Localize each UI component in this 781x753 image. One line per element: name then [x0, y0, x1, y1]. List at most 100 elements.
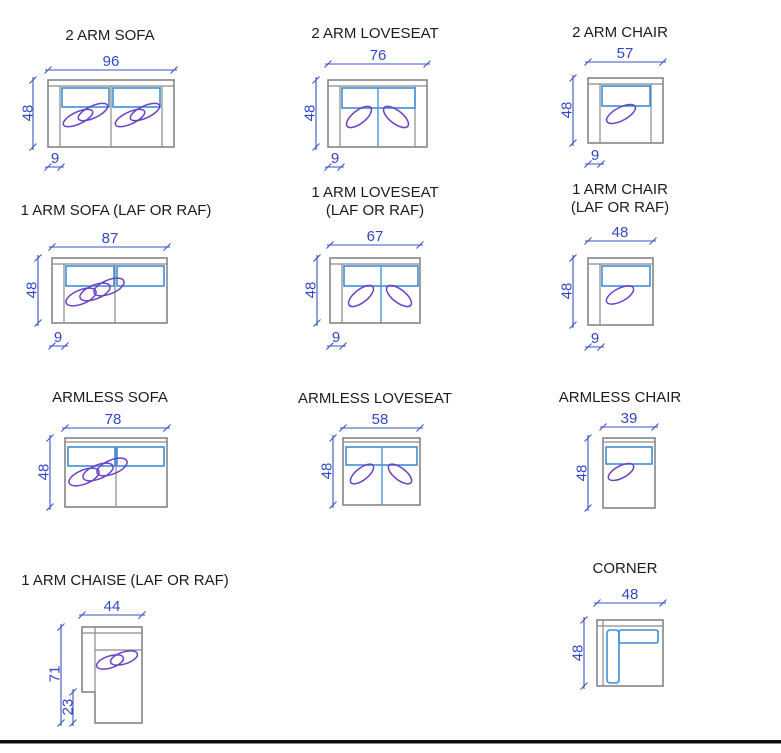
depth-dimension-line — [34, 254, 42, 327]
pillow — [607, 462, 635, 482]
depth-dimension-line — [46, 434, 54, 511]
corner-outline — [596, 619, 664, 687]
pillow — [93, 277, 125, 297]
back-rail-and-arms — [588, 83, 663, 143]
seat-cushion — [601, 265, 651, 287]
diagram-title: 1 ARM CHAIR — [572, 181, 668, 198]
diagram-corner: CORNER 48 48 — [569, 560, 667, 690]
pillow — [345, 105, 373, 129]
seat-cushion-vertical — [606, 629, 620, 684]
arm-dimension-label: 9 — [332, 329, 340, 346]
back-rail-and-arms — [48, 85, 174, 147]
page-bottom-rule — [0, 740, 781, 744]
pillow — [109, 650, 139, 666]
diagram-title: ARMLESS SOFA — [52, 389, 168, 406]
width-dimension-label: 58 — [372, 411, 389, 428]
pillow — [96, 457, 128, 477]
pillow — [68, 467, 100, 487]
width-dimension-line — [78, 611, 146, 619]
depth-dimension-label: 48 — [573, 465, 590, 482]
width-dimension-line — [593, 599, 667, 607]
width-dimension-line — [44, 66, 178, 74]
back-rail-and-arm — [588, 263, 653, 325]
seat-cushion — [116, 265, 165, 287]
diagram-title: CORNER — [592, 560, 657, 577]
diagram-title: 1 ARM LOVESEAT — [311, 184, 438, 201]
width-dimension-label: 57 — [617, 45, 634, 62]
chair-outline — [587, 257, 654, 326]
diagram-title: ARMLESS CHAIR — [559, 389, 682, 406]
width-dimension-label: 48 — [622, 586, 639, 603]
loveseat-outline — [329, 257, 421, 324]
depth-dimension-line — [29, 76, 37, 151]
back-rail-and-divider — [65, 441, 167, 507]
arm-dimension-line — [48, 342, 69, 350]
width-dimension-label: 67 — [367, 228, 384, 245]
depth-dimension-label: 48 — [23, 282, 40, 299]
width-dimension-line — [48, 243, 171, 251]
arm-dimension-line — [326, 342, 347, 350]
width-dimension-label: 78 — [105, 411, 122, 428]
back-rails — [597, 620, 663, 686]
width-dimension-label: 44 — [104, 598, 121, 615]
arm-dimension-label: 9 — [54, 329, 62, 346]
back-rail-and-arm — [82, 627, 142, 723]
pillow — [385, 284, 413, 308]
arm-dimension-line — [44, 163, 65, 171]
diagram-1-arm-chaise: 1 ARM CHAISE (LAF OR RAF) 44 71 23 — [21, 572, 229, 727]
length-dimension-label: 71 — [46, 666, 63, 683]
diagram-armless-loveseat: ARMLESS LOVESEAT 58 48 — [298, 390, 452, 509]
seat-cushion — [112, 87, 161, 108]
pillow — [347, 284, 375, 308]
extension-dimension-line — [69, 688, 77, 727]
depth-dimension-line — [329, 434, 337, 509]
pillow — [605, 103, 637, 125]
pillow — [62, 108, 94, 128]
arm-dimension-line — [324, 163, 345, 171]
chair-outline — [587, 77, 664, 144]
seat-cushion — [61, 87, 110, 108]
diagram-1-arm-chair: 1 ARM CHAIR (LAF OR RAF) 48 48 9 — [558, 181, 669, 351]
depth-dimension-line — [584, 434, 592, 512]
diagram-armless-sofa: ARMLESS SOFA 78 48 — [35, 389, 171, 511]
width-dimension-line — [326, 241, 424, 249]
back-rail-and-arm — [330, 263, 420, 323]
depth-dimension-label: 48 — [569, 645, 586, 662]
width-dimension-label: 96 — [103, 53, 120, 70]
depth-dimension-line — [312, 76, 320, 151]
pillow — [95, 654, 125, 670]
width-dimension-line — [584, 237, 657, 245]
arm-dimension-label: 9 — [331, 150, 339, 167]
pillow — [605, 285, 635, 305]
back-rail-and-arm — [52, 263, 167, 323]
arm-dimension-line — [584, 343, 605, 351]
diagram-title: 2 ARM LOVESEAT — [311, 25, 438, 42]
depth-dimension-label: 48 — [558, 102, 575, 119]
seat-cushion — [605, 446, 653, 465]
diagram-2-arm-loveseat: 2 ARM LOVESEAT 76 48 9 — [301, 25, 439, 171]
diagram-title: 2 ARM CHAIR — [572, 24, 668, 41]
pillow — [382, 105, 410, 129]
depth-dimension-line — [580, 616, 588, 690]
depth-dimension-line — [313, 254, 321, 327]
width-dimension-label: 87 — [102, 230, 119, 247]
width-dimension-line — [61, 424, 171, 432]
diagram-armless-chair: ARMLESS CHAIR 39 48 — [559, 389, 682, 512]
width-dimension-line — [599, 423, 659, 431]
diagram-title: 1 ARM SOFA (LAF OR RAF) — [21, 202, 212, 219]
depth-dimension-label: 48 — [35, 464, 52, 481]
pillow — [387, 463, 413, 485]
diagram-title: ARMLESS LOVESEAT — [298, 390, 452, 407]
extension-dimension-label: 23 — [59, 699, 76, 716]
sofa-outline — [51, 257, 168, 324]
chair-outline — [602, 437, 656, 509]
width-dimension-line — [339, 424, 424, 432]
diagram-1-arm-loveseat: 1 ARM LOVESEAT (LAF OR RAF) 67 48 9 — [302, 184, 439, 350]
pillow — [82, 462, 114, 482]
diagram-title: 1 ARM CHAISE (LAF OR RAF) — [21, 572, 229, 589]
chaise-outline — [81, 626, 143, 724]
seat-cushion-horizontal — [618, 629, 659, 644]
depth-dimension-label: 48 — [19, 105, 36, 122]
